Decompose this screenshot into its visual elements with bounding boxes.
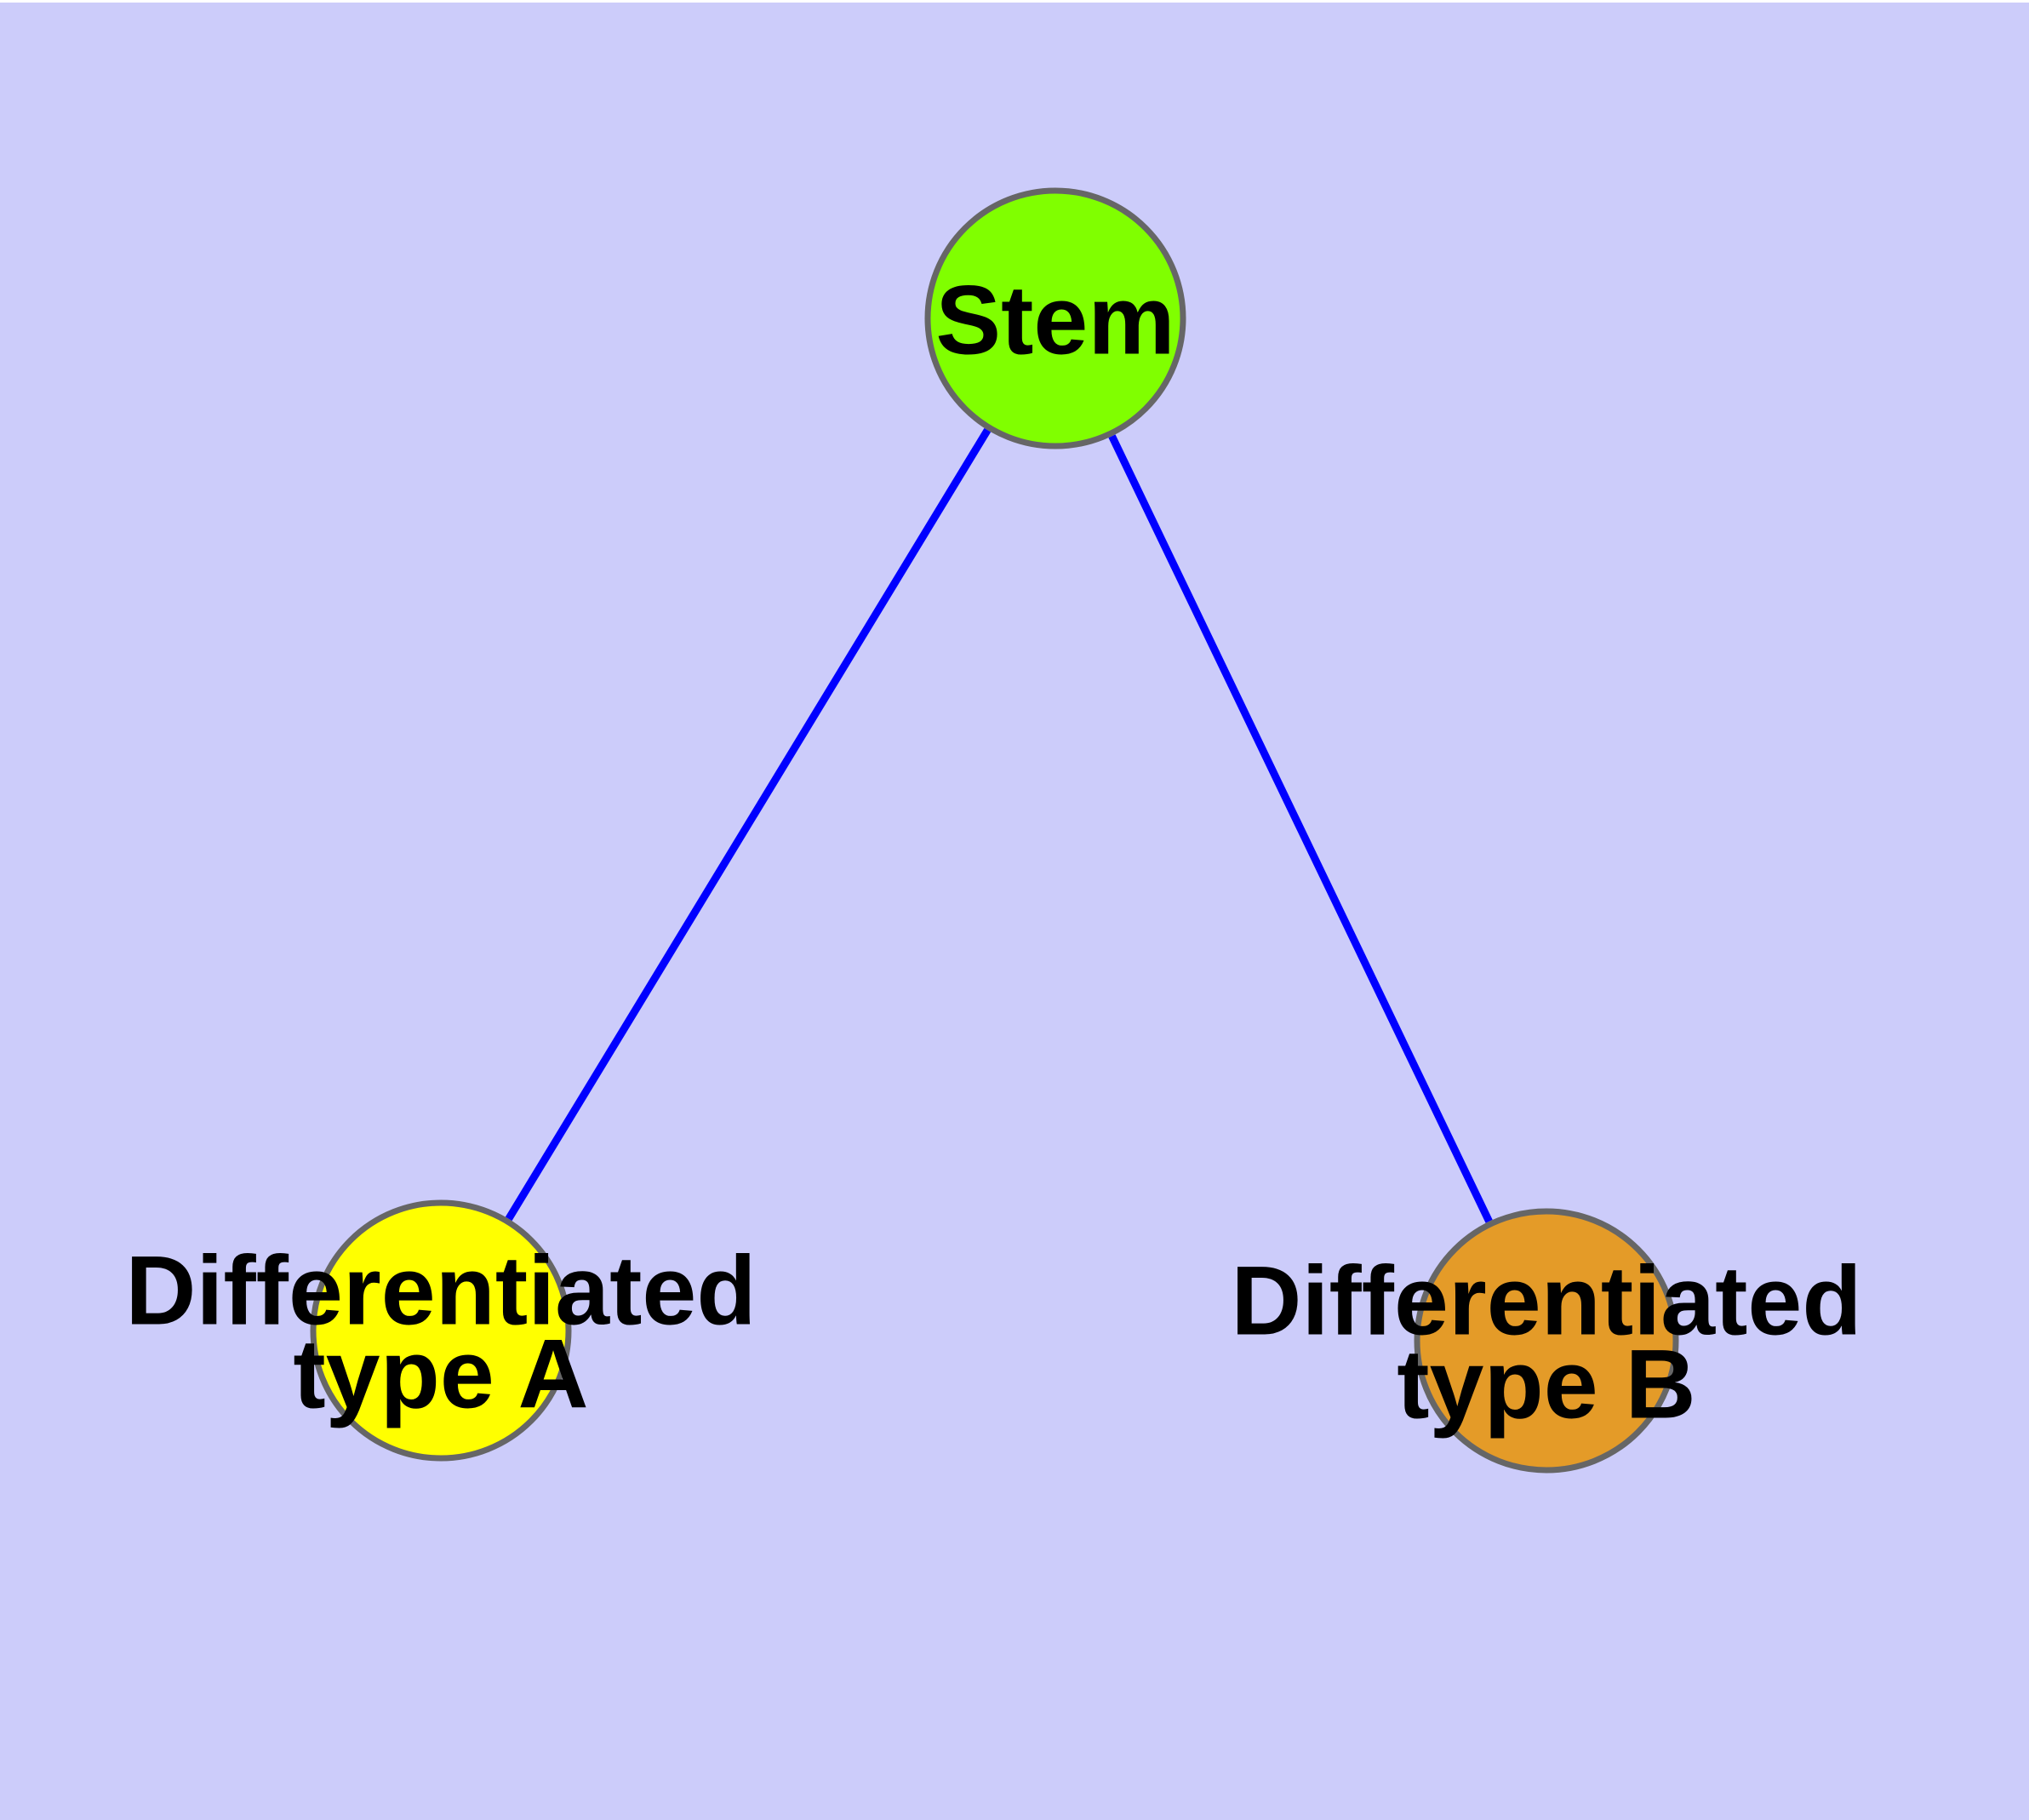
node-label-line: Differentiated bbox=[1231, 1246, 1861, 1355]
node-label-stem: Stem bbox=[935, 266, 1175, 375]
node-label-line: Stem bbox=[935, 266, 1175, 375]
edge-stem-diff_b bbox=[1108, 434, 1493, 1223]
node-circle-diff_a[interactable] bbox=[310, 1199, 572, 1462]
node-label-line: Differentiated bbox=[125, 1236, 756, 1345]
node-circle-stem[interactable] bbox=[924, 187, 1186, 449]
node-stem[interactable]: Stem bbox=[924, 187, 1186, 449]
canvas-top-edge bbox=[0, 0, 2029, 3]
node-circle-diff_b[interactable] bbox=[1414, 1208, 1679, 1474]
node-label-line: type A bbox=[293, 1319, 588, 1428]
edge-stem-diff_a bbox=[505, 427, 992, 1222]
edges-layer bbox=[505, 427, 1493, 1223]
node-label-line: type B bbox=[1397, 1330, 1695, 1439]
